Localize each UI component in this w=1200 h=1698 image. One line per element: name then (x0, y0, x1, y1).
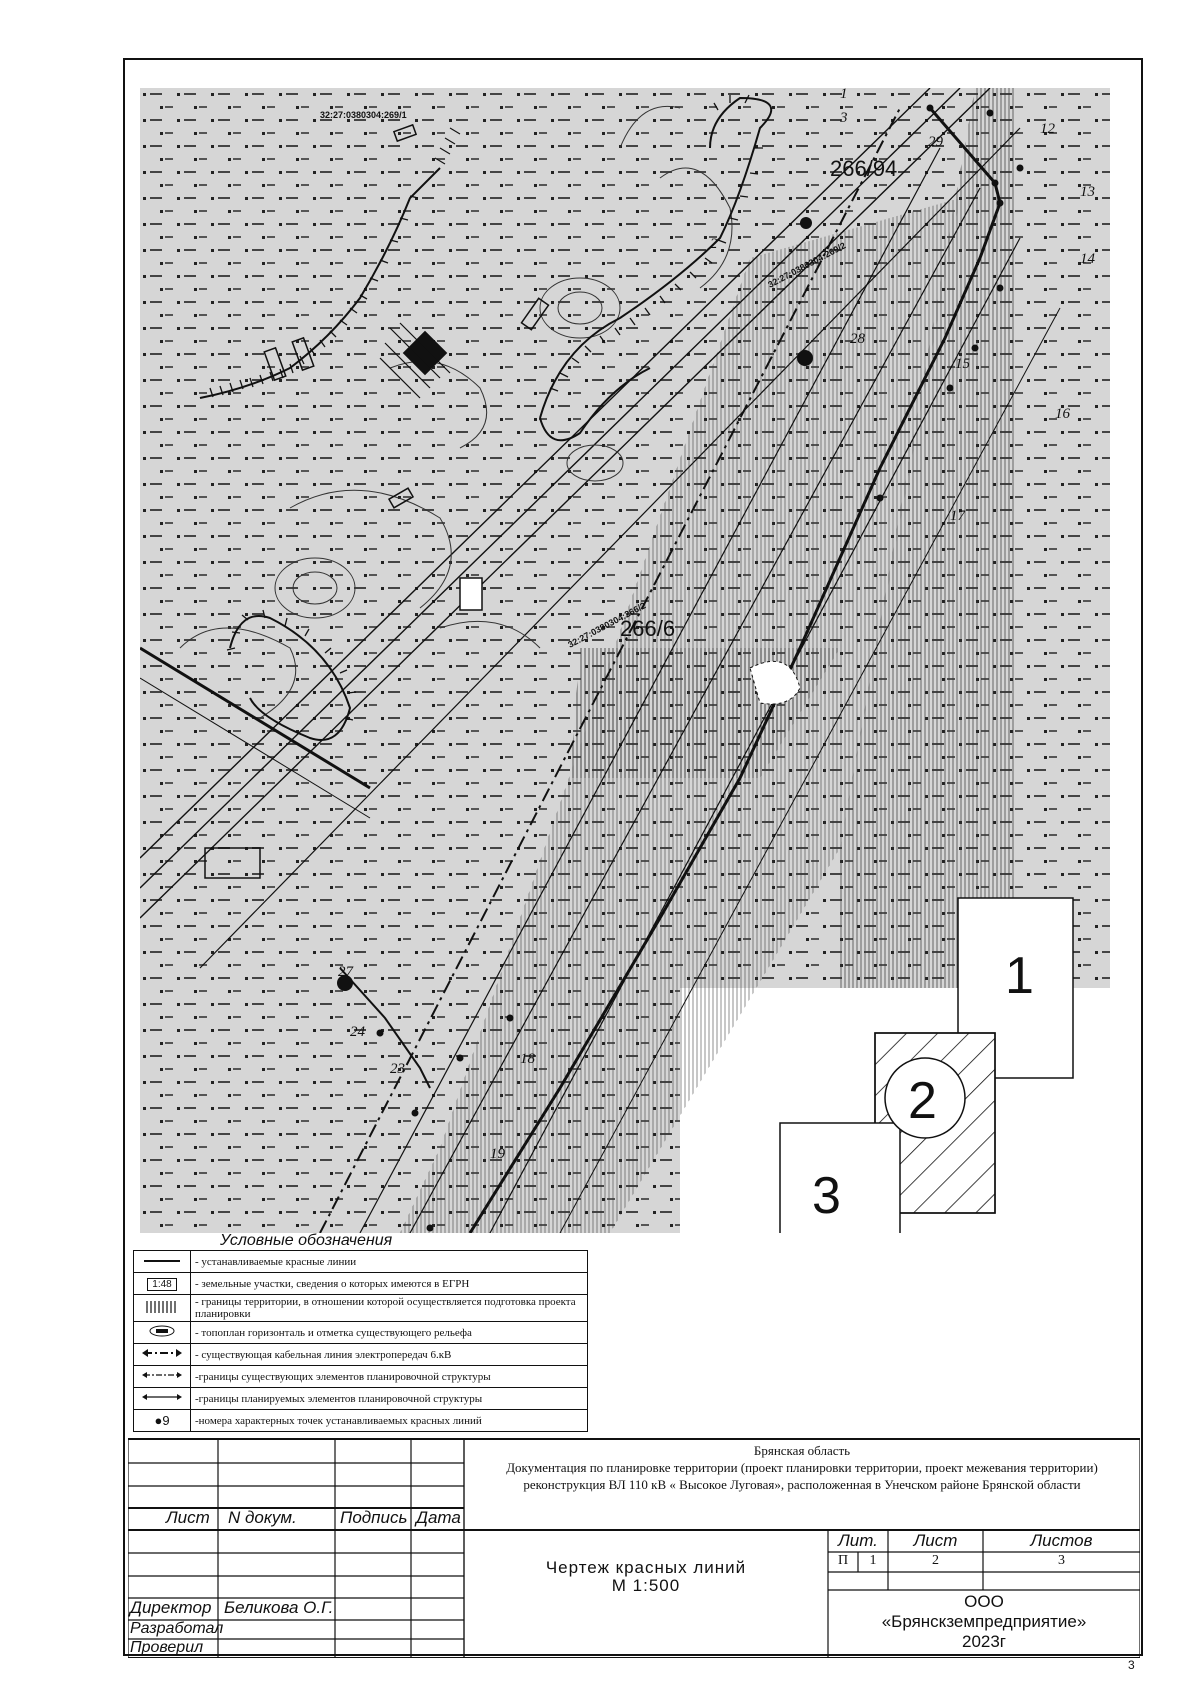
point-number: 19 (490, 1146, 506, 1162)
legend: - устанавливаемые красные линии 1:48 - з… (133, 1250, 588, 1432)
point-number: 23 (390, 1061, 405, 1077)
col-header-date: Дата (416, 1508, 461, 1527)
sheets-header: Листов (1030, 1531, 1093, 1550)
contour-icon (133, 1321, 191, 1344)
org-name: «Брянскземпредприятие» (881, 1612, 1087, 1631)
sheets-value: 3 (1058, 1553, 1065, 1568)
key-number: 2 (908, 1072, 937, 1130)
point-number: 17 (950, 508, 967, 524)
point-number: 1 (840, 88, 848, 102)
red-line (339, 104, 1024, 1233)
legend-text: -границы существующих элементов планиров… (190, 1365, 588, 1388)
legend-text: - устанавливаемые красные линии (190, 1250, 588, 1273)
legend-text: - топоплан горизонталь и отметка существ… (190, 1321, 588, 1344)
point-numbers: 1 2 3 12 13 14 15 16 17 18 19 23 24 27 2… (338, 88, 1096, 1162)
region: Брянская область (753, 1443, 851, 1458)
parcel-label: 266/6 (620, 616, 675, 641)
point-number: 2 (710, 236, 718, 252)
red-line-icon (133, 1250, 191, 1273)
page-number: 3 (1128, 1658, 1135, 1672)
project-title: Документация по планировке территории (п… (506, 1460, 1098, 1492)
embankment-ticks (209, 94, 763, 721)
lit-header: Лит. (838, 1531, 878, 1550)
role-director: Директор (130, 1598, 212, 1617)
existing-boundary-icon (133, 1365, 191, 1388)
cadastral-label: 32:27:0380304:269/1 (320, 110, 407, 120)
building-hatch (379, 322, 451, 399)
key-sheet-3 (779, 1122, 901, 1233)
key-number: 3 (812, 1167, 841, 1225)
point-number: 29 (928, 134, 944, 150)
egrn-parcel-icon: 1:48 (133, 1272, 191, 1295)
parcel-label: 266/94 (830, 156, 897, 181)
legend-text: -номера характерных точек устанавливаемы… (190, 1409, 588, 1432)
topographic-map: 32:27:0380304:269/1 32:27:0380304:269/2 … (140, 88, 1110, 1233)
director-name: Беликова О.Г. (224, 1598, 334, 1617)
drawing-scale: М 1:500 (611, 1576, 681, 1595)
point-number: 3 (839, 110, 848, 126)
point-number-icon: ●9 (133, 1409, 191, 1432)
drawing-name: Чертеж красных линий (545, 1558, 747, 1577)
legend-text: - границы территории, в отношении которо… (190, 1294, 588, 1322)
sheet-index-key: 1 2 3 (779, 897, 1074, 1233)
hatch-area-icon (133, 1294, 191, 1322)
point-number: 24 (350, 1024, 366, 1040)
col-header-signature: Подпись (340, 1508, 408, 1527)
legend-title: Условные обозначения (220, 1232, 393, 1249)
clearing (749, 660, 801, 705)
pylon-mark (337, 975, 353, 991)
legend-text: - существующая кабельная линия электропе… (190, 1343, 588, 1366)
year: 2023г (961, 1632, 1007, 1651)
corridor-lines (140, 88, 1061, 1233)
col-header-sheet: Лист (166, 1508, 210, 1527)
lit-value: П (837, 1553, 849, 1568)
sheet-header: Лист (913, 1531, 958, 1550)
point-number: 18 (520, 1051, 536, 1067)
legend-text: -границы планируемых элементов планирово… (190, 1387, 588, 1410)
point-number: 16 (1055, 406, 1071, 422)
point-number: 28 (850, 331, 866, 347)
sheet-value: 2 (932, 1553, 939, 1568)
legend-text: - земельные участки, сведения о которых … (190, 1272, 588, 1295)
buildings (204, 123, 550, 879)
pylon-mark (797, 350, 813, 366)
lit-value: 1 (869, 1553, 877, 1568)
contour-lines (179, 105, 733, 719)
embankments (199, 96, 773, 741)
drawing-frame (123, 58, 1143, 1656)
pylon-mark (800, 217, 812, 229)
col-header-doc-number: N докум. (228, 1508, 297, 1527)
point-number: 12 (1040, 121, 1056, 137)
org-line1: ООО (964, 1592, 1004, 1611)
point-number: 15 (955, 356, 971, 372)
point-number: 27 (338, 964, 355, 980)
point-number: 13 (1080, 184, 1095, 200)
cable-line-icon (133, 1343, 191, 1366)
key-number: 1 (1005, 947, 1034, 1005)
title-block: Лист N докум. Подпись Дата Брянская обла… (128, 1438, 1140, 1658)
point-number: 14 (1080, 251, 1096, 267)
planned-boundary-icon (133, 1387, 191, 1410)
role-developer: Разработал (130, 1620, 224, 1637)
role-checker: Проверил (130, 1639, 204, 1656)
rail-ties (434, 127, 461, 165)
